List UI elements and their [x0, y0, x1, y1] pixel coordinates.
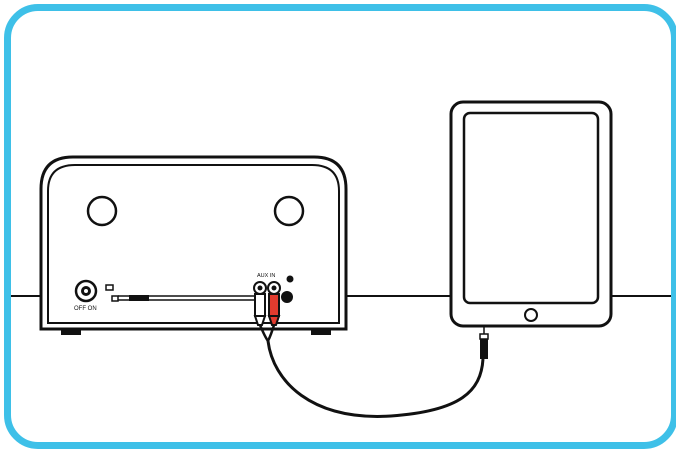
audio-cable — [258, 324, 485, 418]
antenna-tip — [129, 295, 149, 301]
tablet-screen — [462, 111, 600, 305]
power-switch-icon — [74, 279, 98, 303]
radio-body-inner — [47, 164, 340, 324]
home-button-icon — [524, 308, 538, 322]
connection-diagram: OFF ON AUX IN — [11, 100, 671, 418]
radio-body-outer — [39, 155, 348, 331]
antenna-base — [111, 295, 119, 302]
power-label: OFF ON — [74, 306, 97, 312]
radio-knob-right — [273, 195, 305, 227]
headphone-socket — [286, 275, 294, 283]
tablet — [449, 100, 613, 359]
rca-plug-icon — [253, 281, 281, 326]
dc-socket — [105, 284, 114, 291]
line-out-socket — [281, 291, 293, 303]
illustration-frame: OFF ON AUX IN — [4, 4, 676, 449]
radio-foot-left — [61, 329, 81, 335]
headphone-plug-icon — [479, 326, 489, 359]
aux-in-label: AUX IN — [257, 273, 275, 279]
radio: OFF ON AUX IN — [39, 155, 348, 335]
radio-knob-left — [86, 195, 118, 227]
radio-foot-right — [311, 329, 331, 335]
